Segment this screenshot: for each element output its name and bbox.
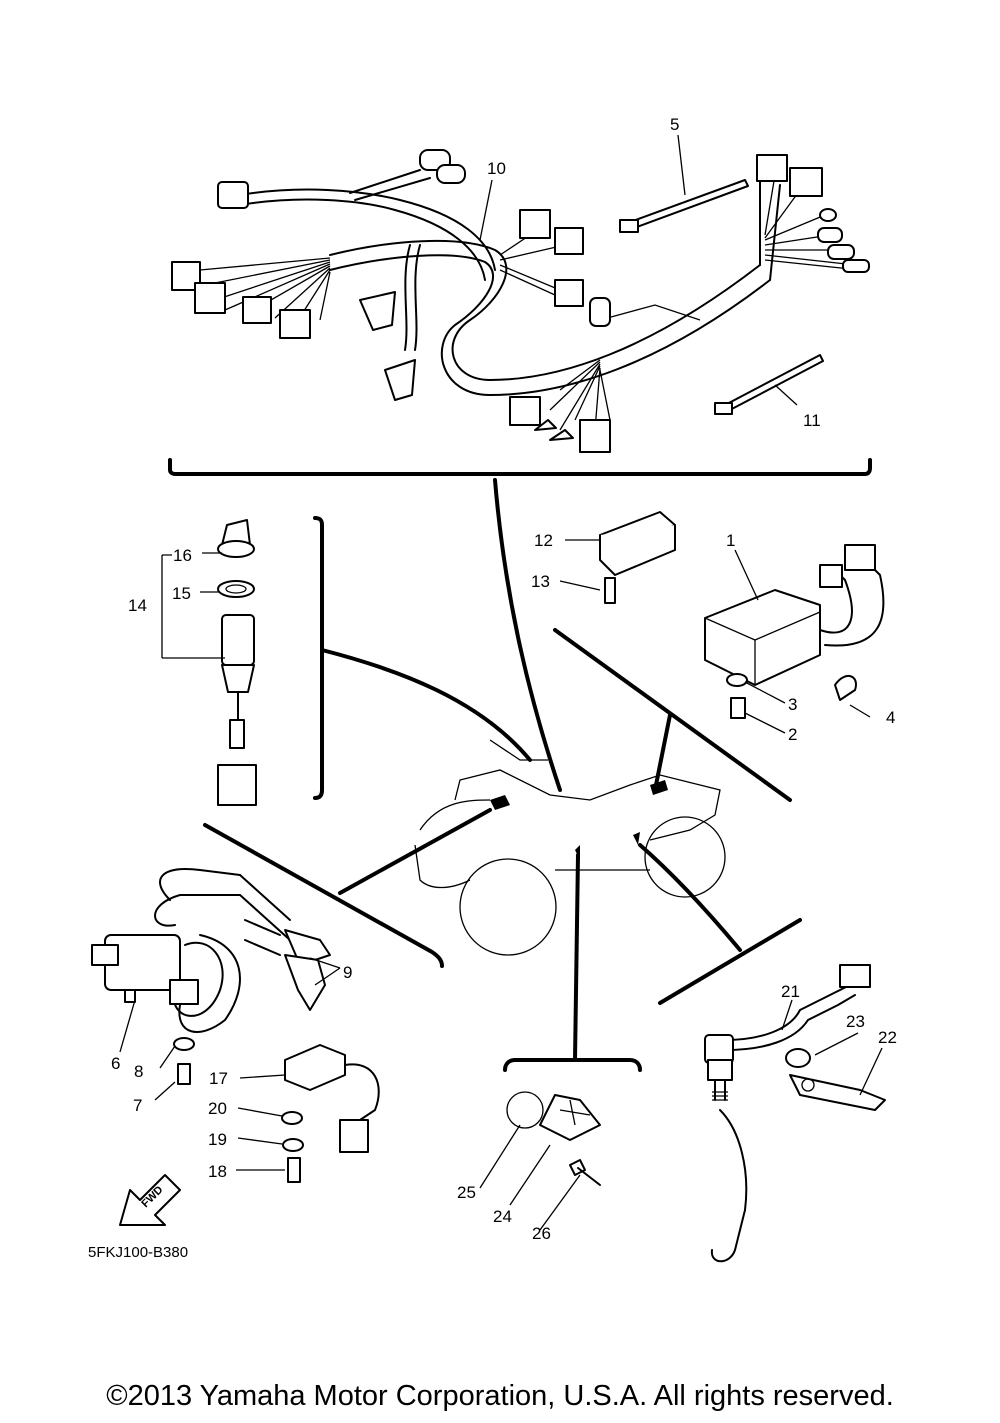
part-label-2: 2 xyxy=(788,725,797,744)
main-switch[interactable] xyxy=(217,519,257,806)
part-label-22: 22 xyxy=(878,1028,897,1047)
leader-sender xyxy=(573,853,580,1062)
part-label-8: 8 xyxy=(134,1062,143,1081)
part-label-10: 10 xyxy=(487,159,506,178)
part-label-5: 5 xyxy=(670,115,679,134)
rectifier-regulator[interactable] xyxy=(599,511,676,604)
leader-coil xyxy=(338,808,492,895)
part-label-17: 17 xyxy=(209,1069,228,1088)
leader-neutral xyxy=(638,843,742,952)
cable-tie-11[interactable] xyxy=(714,354,824,415)
part-label-3: 3 xyxy=(788,695,797,714)
part-label-15: 15 xyxy=(172,584,191,603)
fwd-arrow-icon: FWD xyxy=(119,1174,181,1226)
part-label-14: 14 xyxy=(128,596,147,615)
leader-cdi xyxy=(653,713,672,792)
part-label-25: 25 xyxy=(457,1183,476,1202)
part-label-19: 19 xyxy=(208,1130,227,1149)
group-bracket-top xyxy=(168,458,872,476)
part-label-16: 16 xyxy=(173,546,192,565)
part-label-7: 7 xyxy=(133,1096,142,1115)
group-bracket-sender xyxy=(503,1058,642,1072)
part-label-13: 13 xyxy=(531,572,550,591)
part-label-20: 20 xyxy=(208,1099,227,1118)
diagram-code: 5FKJ100-B380 xyxy=(88,1244,188,1261)
cable-tie[interactable] xyxy=(619,179,749,233)
group-bracket-neutral xyxy=(658,918,802,1005)
group-bracket-coil xyxy=(203,823,444,968)
igniter[interactable] xyxy=(281,1044,380,1183)
part-label-26: 26 xyxy=(532,1224,551,1243)
part-label-9: 9 xyxy=(343,963,352,982)
part-label-18: 18 xyxy=(208,1162,227,1181)
part-label-11: 11 xyxy=(803,411,821,430)
part-label-1: 1 xyxy=(726,531,735,550)
leader-harness xyxy=(493,478,562,792)
atv-silhouette xyxy=(414,739,726,956)
part-label-23: 23 xyxy=(846,1012,865,1031)
part-labels: 1 2 3 4 5 6 7 8 9 10 11 12 13 14 15 16 1… xyxy=(88,115,897,1261)
part-label-6: 6 xyxy=(111,1054,120,1073)
cdi-unit[interactable] xyxy=(704,544,885,719)
copyright-notice: ©2013 Yamaha Motor Corporation, U.S.A. A… xyxy=(106,1380,894,1412)
label-leaders xyxy=(119,134,883,1231)
part-label-21: 21 xyxy=(781,982,800,1001)
group-bracket-left xyxy=(313,516,324,800)
ignition-coil[interactable] xyxy=(91,868,331,1085)
part-label-24: 24 xyxy=(493,1207,512,1226)
group-line-14 xyxy=(161,554,225,659)
part-label-12: 12 xyxy=(534,531,553,550)
leader-switch xyxy=(320,648,532,762)
fuel-sender[interactable] xyxy=(506,1091,601,1186)
group-bracket-right xyxy=(553,628,792,802)
part-label-4: 4 xyxy=(886,708,895,727)
wire-harness[interactable] xyxy=(171,149,870,453)
neutral-switch[interactable] xyxy=(704,964,886,1263)
